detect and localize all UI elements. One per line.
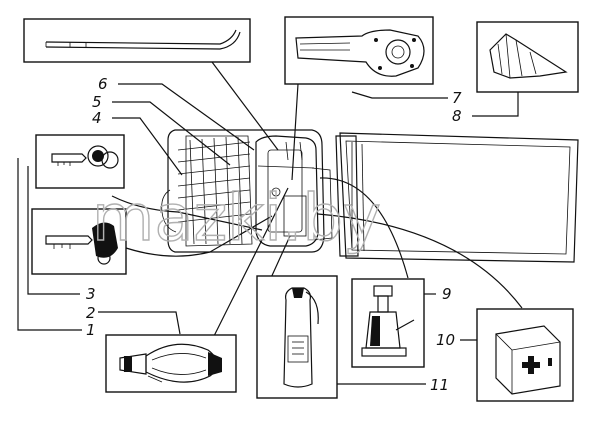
callout-1: 1	[86, 321, 96, 339]
crank-handle-icon	[45, 29, 241, 50]
key-large-box	[31, 208, 127, 275]
first-aid-kit-icon	[495, 325, 561, 395]
hydraulic-jack-box	[351, 278, 425, 368]
cab	[161, 129, 333, 253]
leader-lines	[17, 61, 523, 385]
callout-7: 7	[452, 89, 462, 107]
callout-10: 10	[436, 331, 455, 349]
fire-extinguisher-icon	[283, 287, 319, 388]
wheel-chock-icon	[489, 33, 568, 79]
hand-pump-icon	[119, 343, 222, 383]
hand-pump-box	[105, 334, 237, 393]
wheel-nut-wrench-icon	[295, 29, 425, 77]
fire-extinguisher-box	[256, 275, 338, 399]
callout-numbers: 6 5 4 7 8 3 2 1 9 10 11	[86, 75, 462, 394]
callout-2: 2	[86, 304, 96, 322]
key-small-box	[35, 134, 125, 189]
key-icon	[51, 145, 119, 169]
truck-top-view	[161, 129, 579, 263]
callout-5: 5	[92, 93, 102, 111]
crank-handle-box	[23, 18, 251, 63]
callout-4: 4	[92, 109, 102, 127]
callout-3: 3	[86, 285, 96, 303]
callout-8: 8	[452, 107, 462, 125]
callout-9: 9	[442, 285, 452, 303]
wheel-chock-box	[476, 21, 579, 93]
callout-11: 11	[430, 376, 449, 394]
watermark: mazki.by	[92, 182, 381, 256]
key-icon	[45, 222, 118, 265]
wheel-wrench-box	[284, 16, 434, 85]
callout-6: 6	[98, 75, 108, 93]
radiator-grille	[177, 136, 251, 245]
hydraulic-jack-icon	[361, 285, 415, 357]
first-aid-kit-box	[476, 308, 574, 402]
